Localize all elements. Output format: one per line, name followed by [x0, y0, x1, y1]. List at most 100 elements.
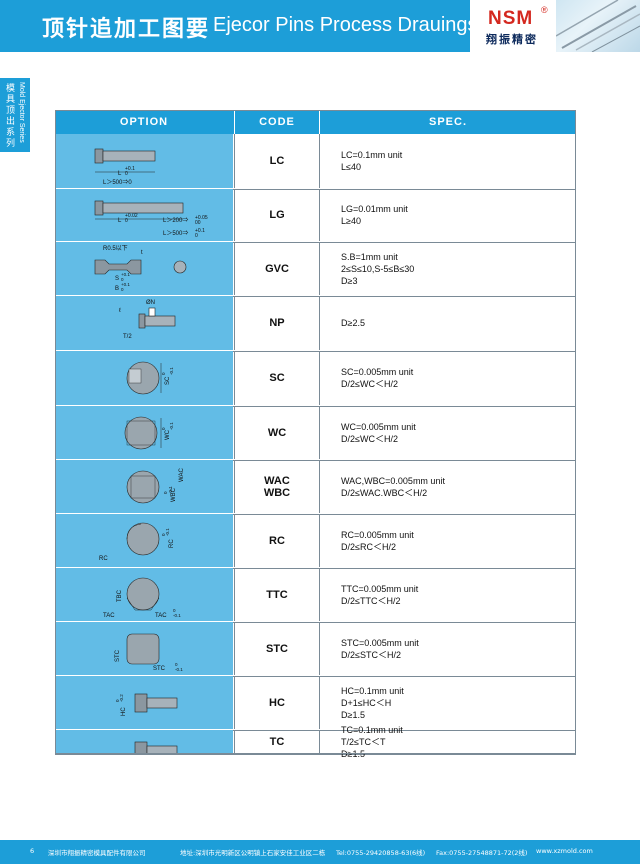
side-tab — [0, 78, 30, 152]
svg-text:ØN: ØN — [146, 300, 155, 306]
svg-text:TAC: TAC — [103, 613, 115, 619]
svg-text:RC: RC — [169, 539, 175, 548]
spec-line: D≥1.5 — [341, 709, 365, 720]
code-cell: TC — [234, 730, 320, 753]
svg-text:L: L — [118, 171, 122, 177]
spec-line: D≥3 — [341, 275, 358, 286]
logo-box — [470, 0, 556, 52]
svg-text:RC: RC — [99, 556, 108, 562]
spec-line: 2≤S≤10,S-5≤B≤30 — [341, 263, 415, 274]
spec-line: TTC=0.005mm unit — [341, 583, 419, 594]
spec-line: D/2≤TTC＜H/2 — [341, 595, 401, 606]
svg-text:S: S — [115, 276, 119, 282]
code-label: SC — [269, 372, 285, 384]
code-label: GVC — [265, 262, 289, 275]
logo-chinese: 翔振精密 — [486, 33, 538, 46]
code-label: WC — [267, 426, 287, 439]
table-header: OPTION CODE SPEC. — [55, 110, 576, 134]
footer-company: 深圳市翔振精密模具配件有限公司 — [48, 849, 146, 857]
svg-text:WAC: WAC — [179, 468, 185, 482]
spec-line: D≥2.5 — [341, 318, 365, 328]
svg-text:R0.5以下: R0.5以下 — [103, 245, 128, 252]
pin-diagram: WBC WAC 0-0.1 — [126, 468, 185, 504]
page-footer — [0, 840, 640, 864]
svg-text:L: L — [118, 218, 122, 224]
code-label: LG — [269, 209, 285, 221]
svg-text:HC: HC — [121, 707, 127, 716]
spec-line: T/2≤TC＜T — [341, 736, 386, 747]
spec-line: HC=0.1mm unit — [341, 685, 404, 696]
spec-line: SC=0.005mm unit — [341, 367, 414, 377]
svg-text:0: 0 — [161, 533, 166, 536]
svg-text:-0.2: -0.2 — [119, 694, 124, 702]
title-chinese: 顶针追加工图要 — [42, 17, 211, 42]
option-drawing: SC 0-0.1 — [55, 351, 233, 405]
option-drawing: TC 0-0.02 — [55, 730, 233, 753]
spec-line: D/2≤WC＜H/2 — [341, 433, 398, 444]
spec-line: D/2≤STC＜H/2 — [341, 649, 401, 660]
svg-text:+0.1: +0.1 — [125, 166, 135, 172]
pin-diagram: SC 0-0.1 — [126, 361, 174, 395]
option-drawing: HC 0-0.2 — [55, 676, 233, 729]
pin-diagram: TC 0-0.02 — [134, 741, 178, 753]
spec-line: D/2≤WAC.WBC＜H/2 — [341, 487, 428, 498]
spec-line: STC=0.005mm unit — [341, 637, 419, 648]
side-tab-english: Mold Ejector Series — [18, 82, 25, 143]
svg-text:+0.1: +0.1 — [121, 272, 130, 277]
code-cell: GVC — [234, 242, 320, 295]
spec-line: D/2≤WC＜H/2 — [341, 379, 398, 389]
code-cell: TTC — [234, 568, 320, 621]
spec-cell: D≥2.5 — [341, 296, 576, 350]
code-cell: WC — [234, 406, 320, 459]
spec-line: D/2≤RC＜H/2 — [341, 541, 396, 552]
svg-text:-0.1: -0.1 — [173, 613, 181, 618]
footer-tel: Tel:0755-29420858-63(6线) — [336, 849, 426, 857]
option-drawing: STC STC 0-0.1 — [55, 622, 233, 675]
svg-text:L＞500⇒0: L＞500⇒0 — [103, 179, 132, 186]
pin-diagram: HC 0-0.2 — [115, 693, 178, 716]
pin-diagram: RC RC 0-0.1 — [99, 522, 175, 562]
spec-line: L≥40 — [341, 216, 361, 226]
page-header: 顶针追加工图要 Ejecor Pins Process Drauings — [0, 0, 640, 53]
spec-line: RC=0.005mm unit — [341, 529, 414, 540]
code-label: RC — [269, 534, 285, 547]
code-cell: STC — [234, 622, 320, 675]
code-cell: SC — [234, 351, 320, 405]
code-cell: LG — [234, 189, 320, 241]
spec-line: WC=0.005mm unit — [341, 421, 416, 432]
svg-text:+0.05: +0.05 — [195, 215, 208, 221]
logo-nsm: NSM — [488, 8, 534, 29]
code-cell: NP — [234, 296, 320, 350]
spec-line: D≥1.5 — [341, 748, 365, 759]
code-label: LC — [269, 155, 285, 167]
spec-line: WAC,WBC=0.005mm unit — [341, 475, 445, 486]
code-label: STC — [266, 642, 288, 655]
svg-text:B: B — [115, 286, 119, 292]
svg-text:WBC: WBC — [171, 487, 177, 502]
pin-diagram: WC 0-0.1 — [124, 416, 174, 450]
code-cell: LC — [234, 134, 320, 188]
header-option: OPTION — [119, 116, 169, 128]
pin-diagram: STC STC 0-0.1 — [115, 633, 183, 672]
svg-text:WC: WC — [165, 429, 171, 440]
svg-text:0: 0 — [161, 372, 166, 375]
code-label: TC — [269, 735, 285, 748]
